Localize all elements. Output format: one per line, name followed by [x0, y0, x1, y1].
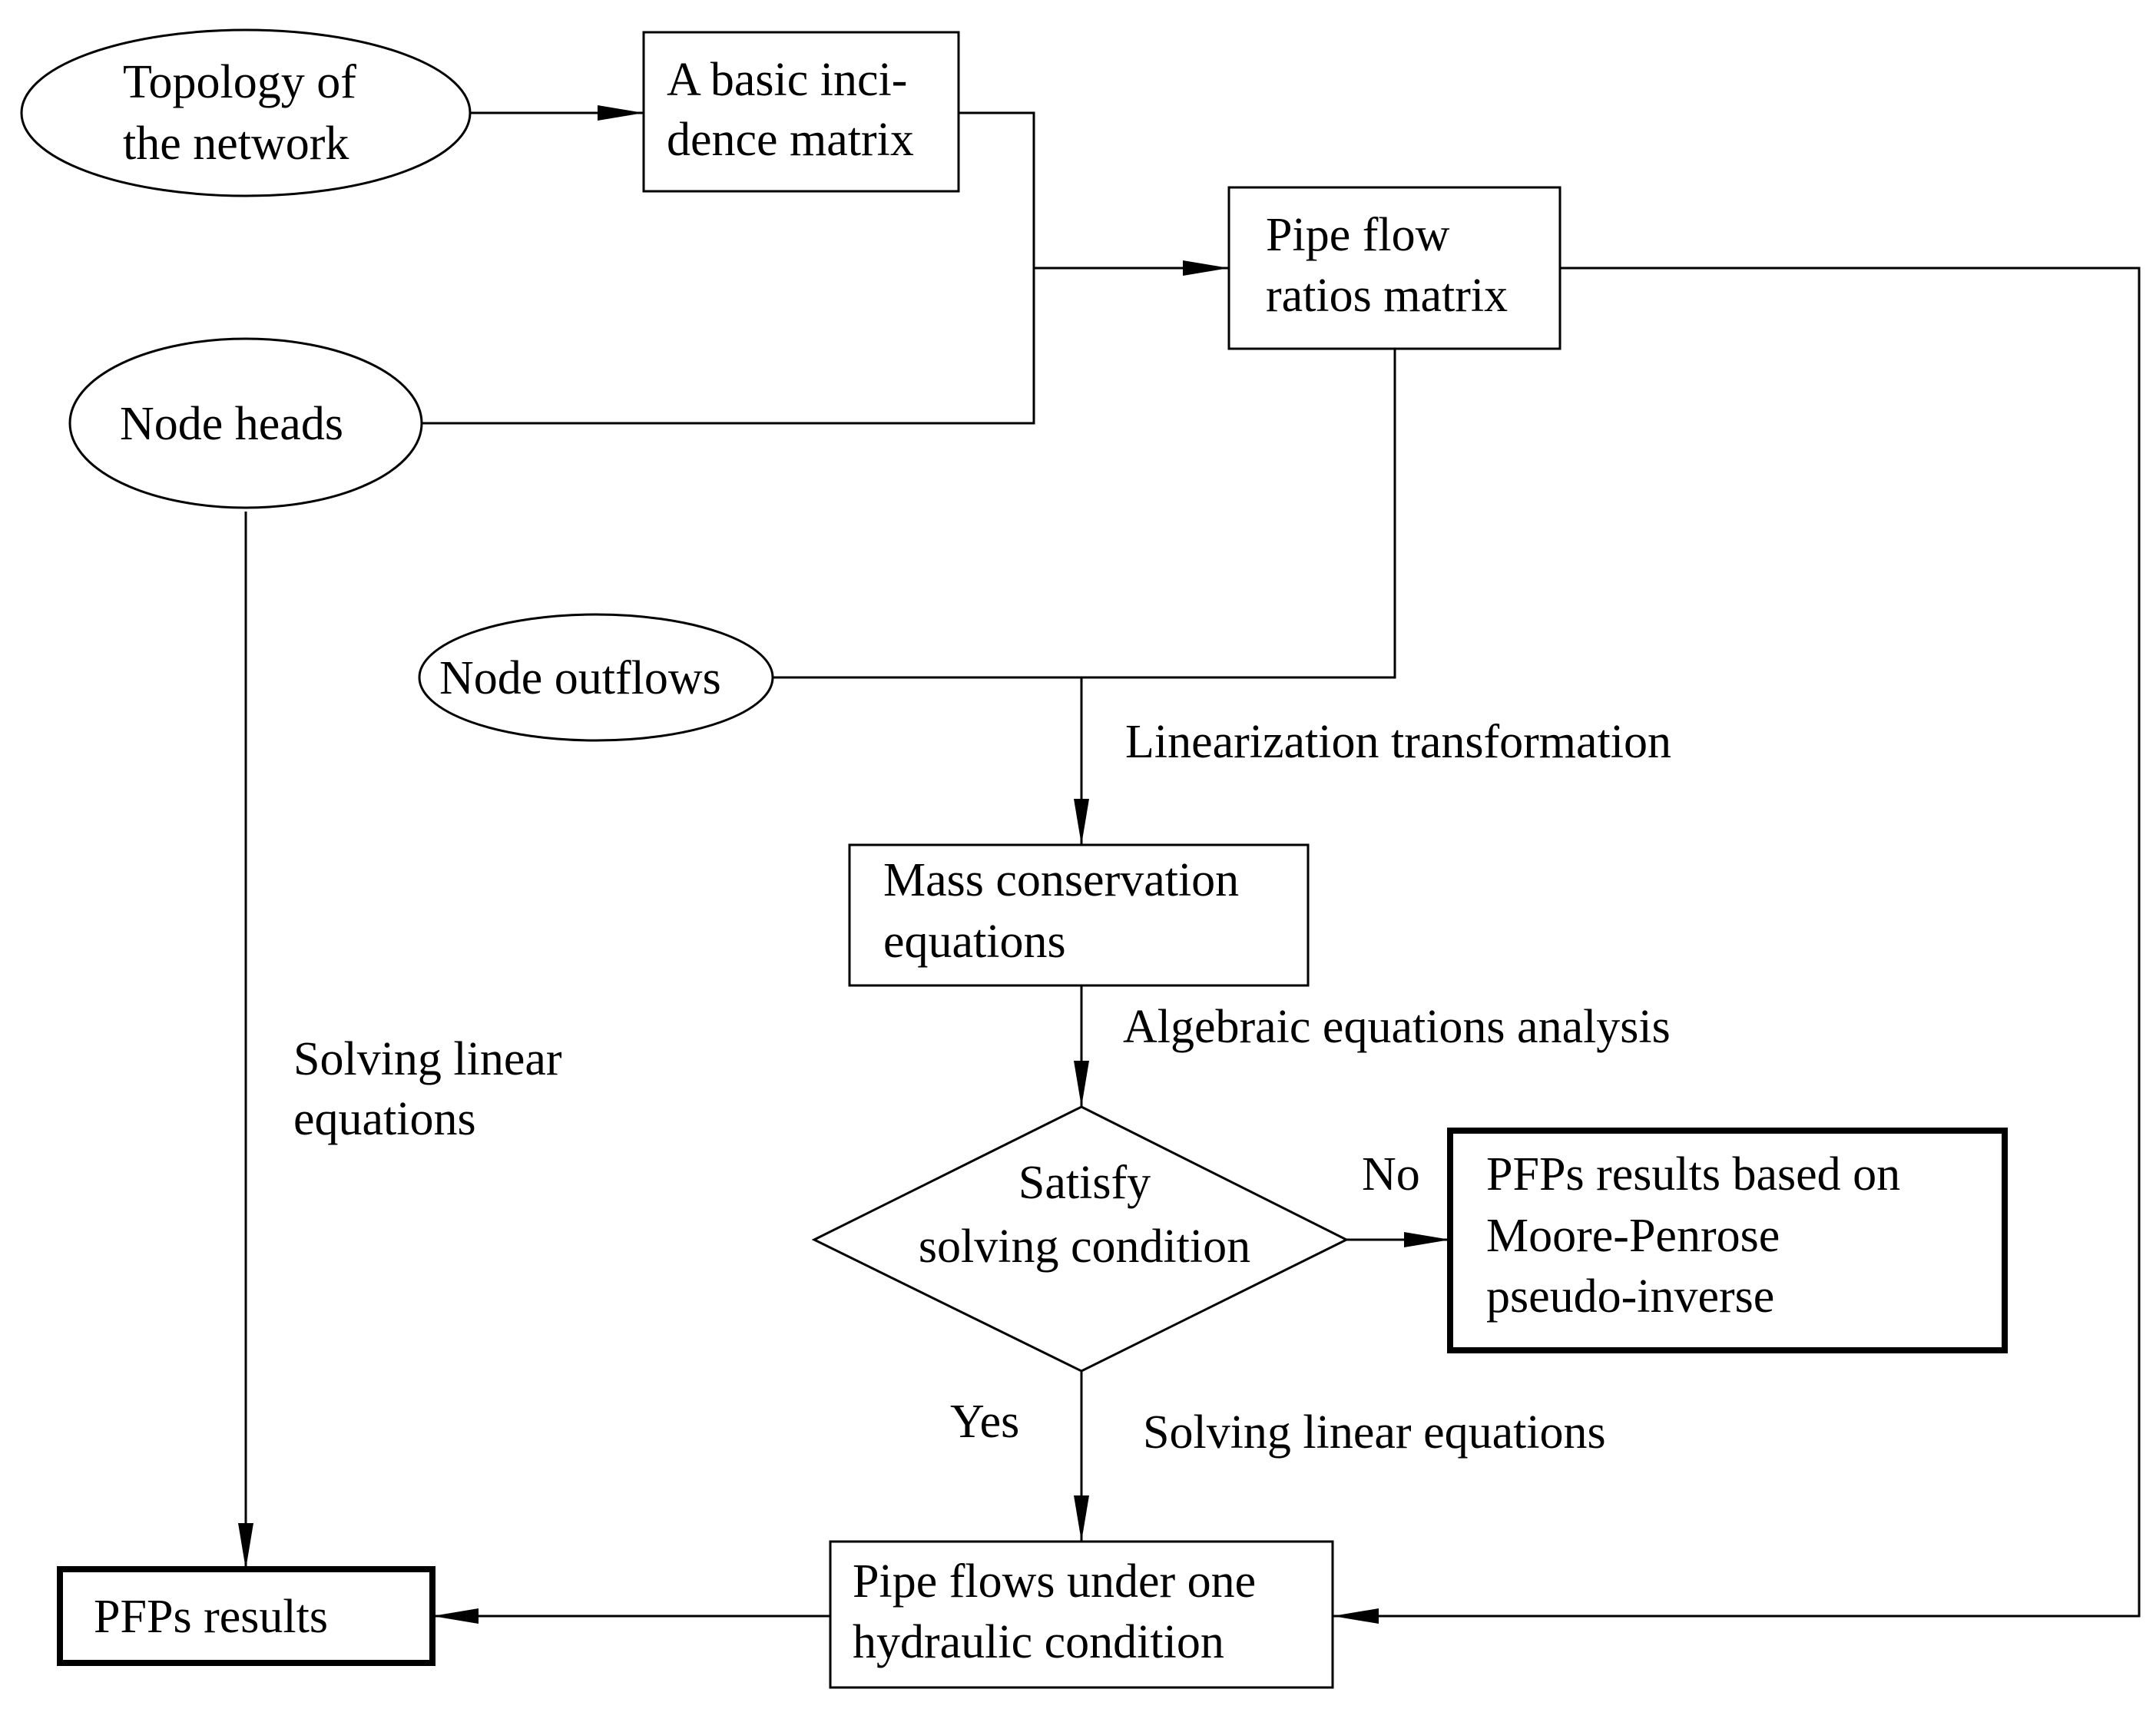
svg-text:Linearization transformation: Linearization transformation: [1125, 716, 1671, 768]
node-pipe-flows: Pipe flows under one hydraulic condition: [829, 1540, 1334, 1689]
node-incidence-line-2: dence matrix: [667, 114, 914, 166]
label-solving-left-line-1: Solving linear: [293, 1033, 562, 1085]
edge-nodeheads-to-ratios: [422, 268, 1035, 425]
svg-text:No: No: [1362, 1148, 1420, 1201]
arrowhead: [432, 1608, 479, 1624]
svg-text:Solving linear equations: Solving linear equations: [1143, 1406, 1606, 1459]
svg-text:PFPs results: PFPs results: [94, 1591, 328, 1643]
node-moore-line-2: Moore-Penrose: [1486, 1210, 1780, 1262]
svg-text:A basic inci-: A basic inci-: [667, 54, 907, 106]
svg-text:equations: equations: [883, 916, 1066, 968]
node-moore-line-1: PFPs results based on: [1486, 1148, 1900, 1201]
label-solving-bottom: Solving linear equations: [1143, 1406, 1606, 1459]
arrowhead: [1404, 1232, 1450, 1247]
svg-text:hydraulic condition: hydraulic condition: [853, 1616, 1224, 1668]
svg-text:the network: the network: [123, 118, 349, 170]
node-decision: Satisfy solving condition: [811, 1105, 1350, 1373]
svg-text:Pipe flow: Pipe flow: [1266, 209, 1450, 261]
node-ratios-line-2: ratios matrix: [1266, 270, 1508, 322]
label-no: No: [1362, 1148, 1420, 1201]
svg-text:Mass conservation: Mass conservation: [883, 854, 1239, 906]
node-pipeflows-line-1: Pipe flows under one: [853, 1555, 1256, 1608]
node-moore-line-3: pseudo-inverse: [1486, 1270, 1774, 1323]
node-moore-penrose-results: PFPs results based on Moore-Penrose pseu…: [1447, 1128, 2008, 1353]
label-linearization: Linearization transformation: [1125, 716, 1671, 768]
node-nodeheads-label: Node heads: [120, 398, 343, 450]
svg-text:Node outflows: Node outflows: [439, 652, 721, 704]
node-node-outflows: Node outflows: [418, 613, 774, 742]
svg-text:Pipe flows under one: Pipe flows under one: [853, 1555, 1256, 1608]
svg-text:Moore-Penrose: Moore-Penrose: [1486, 1210, 1780, 1262]
arrowhead: [1074, 799, 1089, 845]
arrowhead: [598, 105, 644, 121]
arrowhead: [1074, 1495, 1089, 1542]
node-topology: Topology of the network: [20, 28, 472, 197]
edge-ratios-to-pipeflows: [1333, 267, 2141, 1618]
svg-text:ratios matrix: ratios matrix: [1266, 270, 1508, 322]
edge-incidence-to-ratios: [959, 111, 1229, 270]
svg-text:PFPs results based on: PFPs results based on: [1486, 1148, 1900, 1201]
arrowhead: [1183, 260, 1229, 276]
node-decision-line-2: solving condition: [919, 1220, 1250, 1273]
node-outflows-label: Node outflows: [439, 652, 721, 704]
node-topology-line-1: Topology of: [123, 56, 356, 108]
label-yes: Yes: [950, 1396, 1019, 1448]
node-decision-line-1: Satisfy: [1018, 1157, 1151, 1209]
node-mass-line-2: equations: [883, 916, 1066, 968]
svg-text:Solving linear: Solving linear: [293, 1033, 562, 1085]
node-ratios-line-1: Pipe flow: [1266, 209, 1450, 261]
label-solving-left-line-2: equations: [293, 1093, 476, 1145]
svg-text:pseudo-inverse: pseudo-inverse: [1486, 1270, 1774, 1323]
node-pfps-results: PFPs results: [57, 1566, 436, 1666]
svg-text:dence matrix: dence matrix: [667, 114, 914, 166]
arrowhead: [1333, 1608, 1379, 1624]
svg-text:solving condition: solving condition: [919, 1220, 1250, 1273]
node-incidence-line-1: A basic inci-: [667, 54, 907, 106]
node-incidence-matrix: A basic inci- dence matrix: [642, 31, 960, 193]
node-pipeflows-line-2: hydraulic condition: [853, 1616, 1224, 1668]
svg-text:Topology of: Topology of: [123, 56, 356, 108]
svg-text:Node heads: Node heads: [120, 398, 343, 450]
edge-labels: Linearization transformation Algebraic e…: [293, 716, 1671, 1459]
node-topology-line-2: the network: [123, 118, 349, 170]
arrowhead: [238, 1523, 253, 1569]
svg-text:Satisfy: Satisfy: [1018, 1157, 1151, 1209]
svg-text:Algebraic equations analysis: Algebraic equations analysis: [1123, 1001, 1671, 1053]
node-pfps-label: PFPs results: [94, 1591, 328, 1643]
label-algebraic: Algebraic equations analysis: [1123, 1001, 1671, 1053]
connectors: [238, 105, 2141, 1624]
node-node-heads: Node heads: [68, 337, 423, 509]
node-mass-conservation: Mass conservation equations: [848, 843, 1310, 987]
edge-ratios-to-mass: [1080, 349, 1396, 845]
node-mass-line-1: Mass conservation: [883, 854, 1239, 906]
svg-text:Yes: Yes: [950, 1396, 1019, 1448]
arrowhead: [1074, 1061, 1089, 1107]
svg-text:equations: equations: [293, 1093, 476, 1145]
node-ratios-matrix: Pipe flow ratios matrix: [1227, 186, 1562, 350]
